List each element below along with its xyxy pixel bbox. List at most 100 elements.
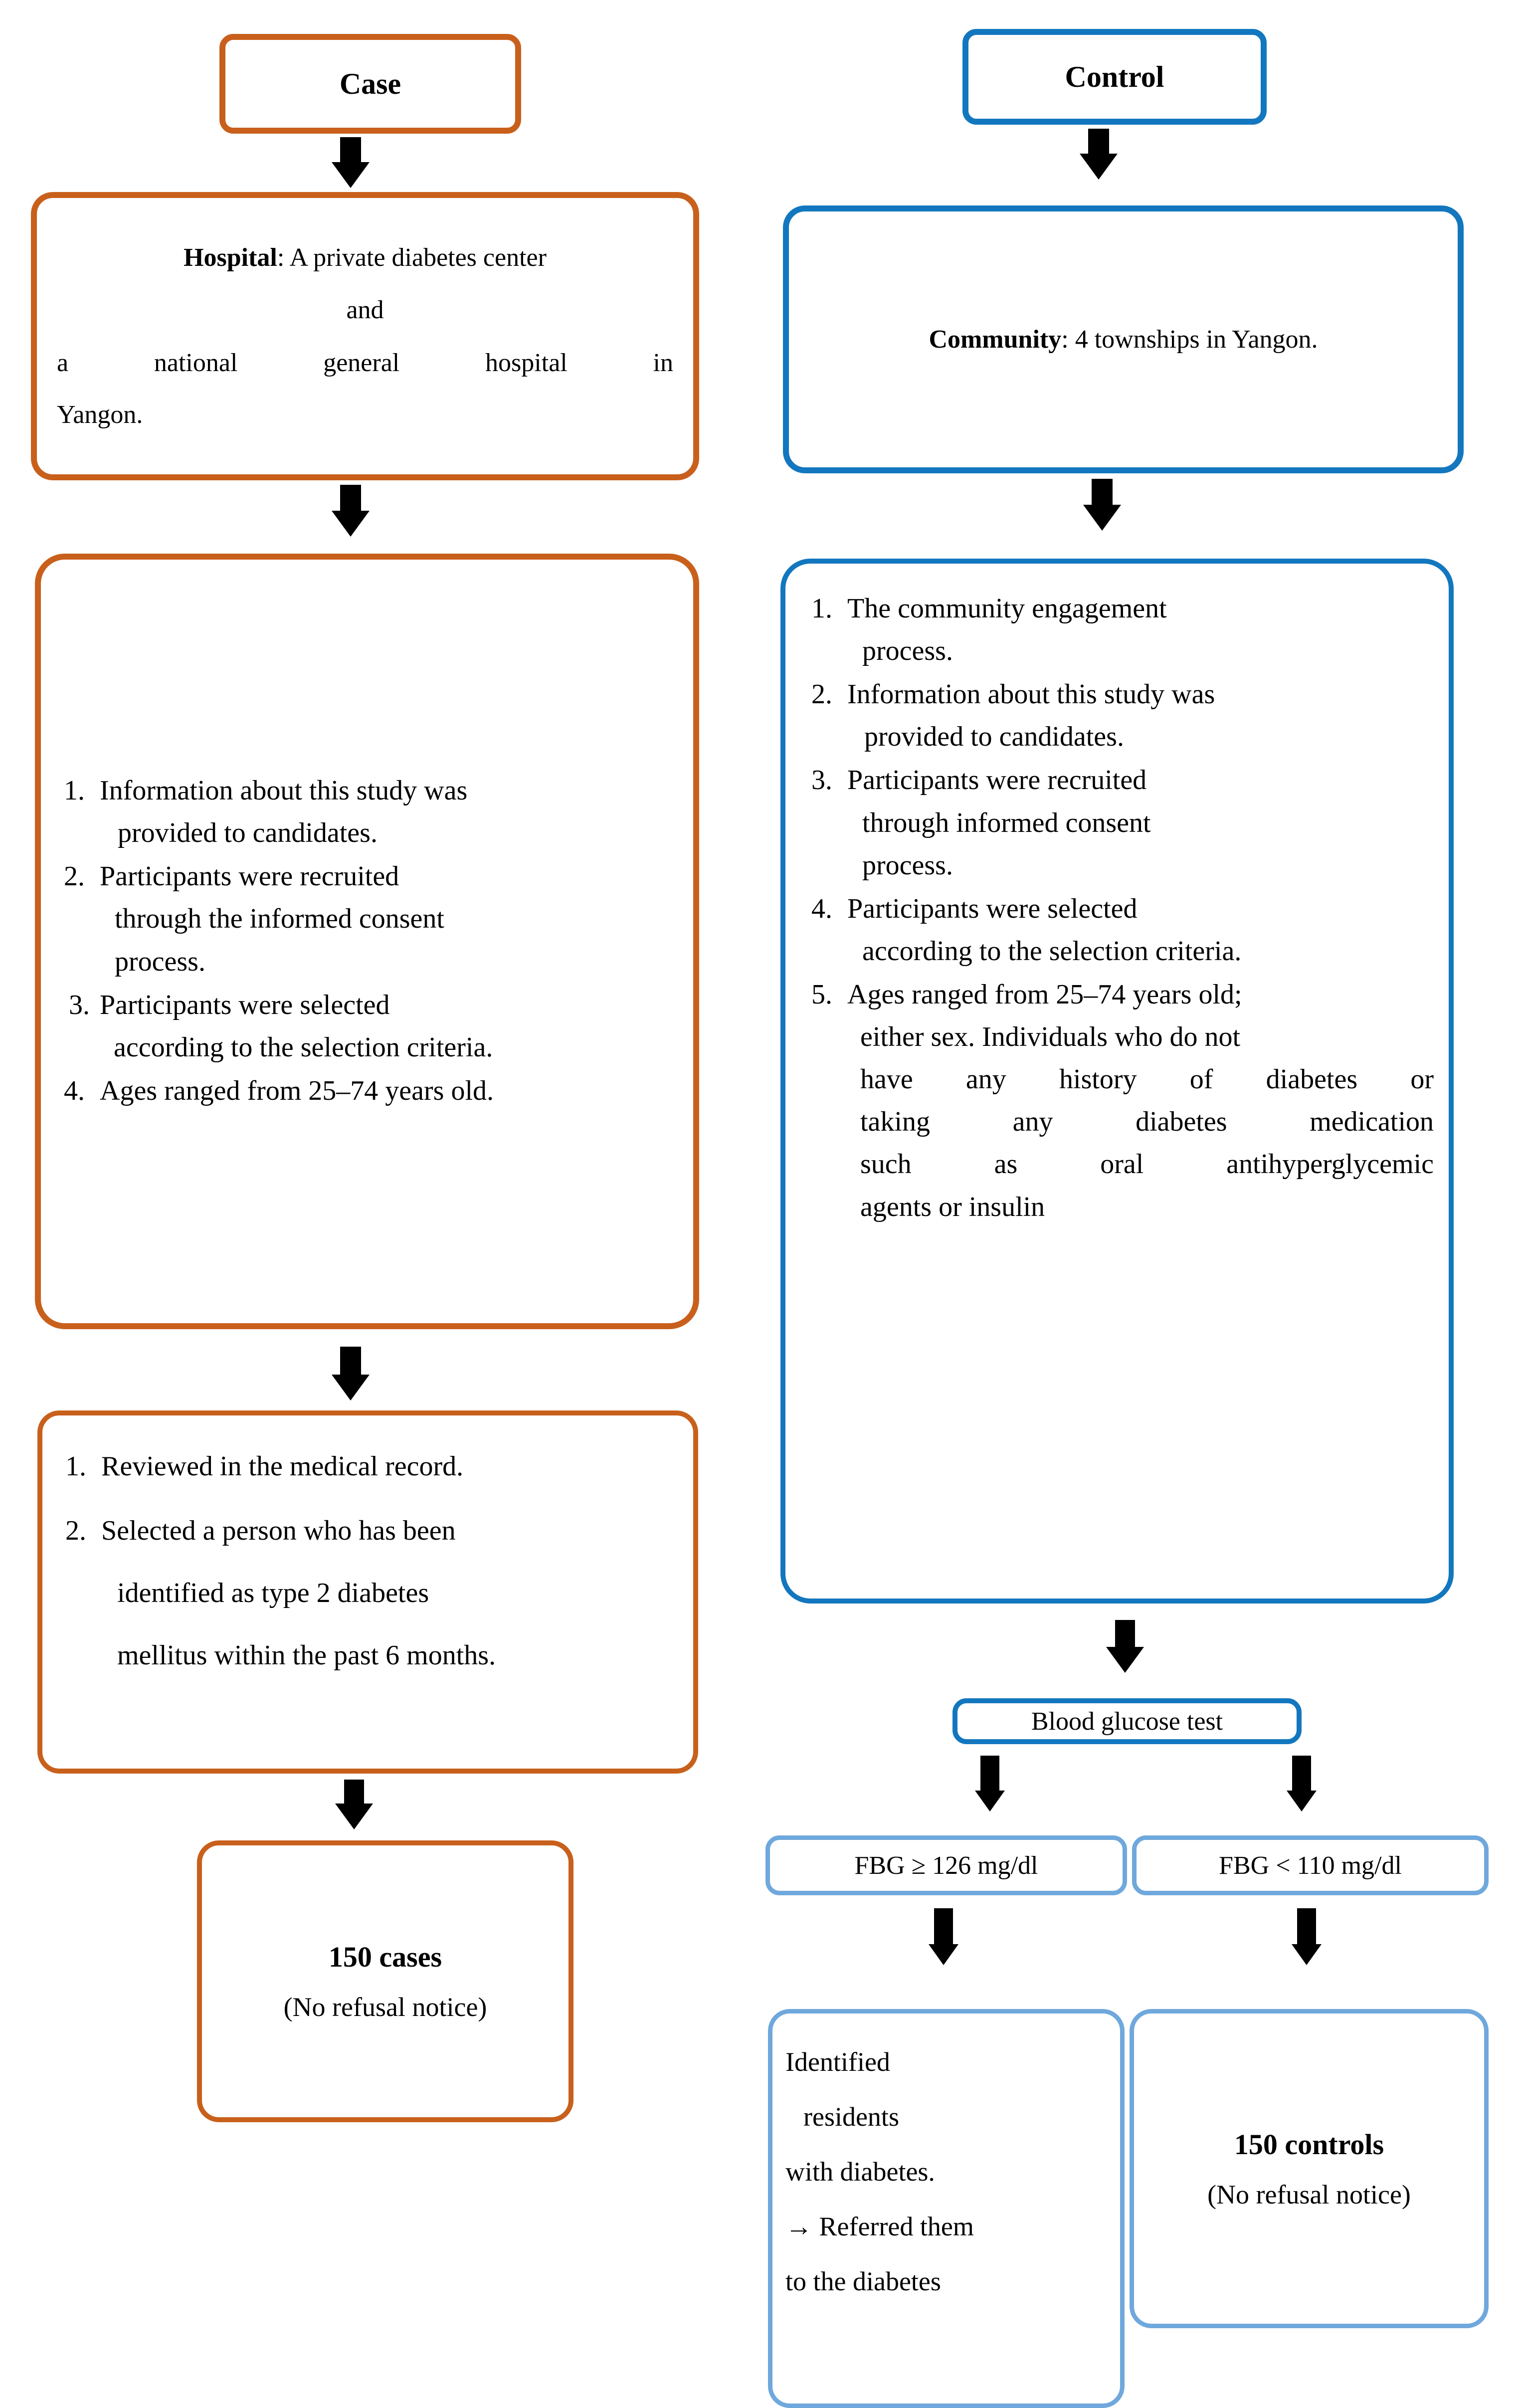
list-item: 2. Participants were recruited through t… xyxy=(64,855,678,983)
down-arrow-icon xyxy=(929,1908,958,1965)
control-site-text: Community: 4 townships in Yangon. xyxy=(789,323,1458,357)
down-arrow-icon xyxy=(332,485,370,537)
list-item: 2. Selected a person who has been identi… xyxy=(65,1510,678,1677)
case-review-2-line3: mellitus within the past 6 months. xyxy=(117,1640,496,1671)
blood-glucose-test-label: Blood glucose test xyxy=(1031,1707,1223,1736)
case-site-line1: A private diabetes center xyxy=(289,243,547,272)
control-step-5-line2: either sex. Individuals who do not xyxy=(860,1021,1241,1053)
identified-line-1: Identified xyxy=(785,2047,890,2077)
list-item: 2. Information about this study was prov… xyxy=(811,673,1434,758)
control-step-2-line2: provided to candidates. xyxy=(864,721,1124,753)
control-site-label: Community xyxy=(929,325,1062,354)
right-arrow-icon: → xyxy=(785,2211,812,2241)
case-result-count-line: 150 cases xyxy=(202,1940,569,1974)
control-step-1-line2: process. xyxy=(862,635,953,667)
list-item: 1. Reviewed in the medical record. xyxy=(65,1445,678,1488)
criteria-high-label: FBG ≥ 126 mg/dl xyxy=(854,1851,1038,1880)
control-step-3-num: 3. xyxy=(811,765,832,796)
control-step-2-num: 2. xyxy=(811,679,832,710)
list-item: 1. Information about this study was prov… xyxy=(64,770,678,854)
control-step-1-num: 1. xyxy=(811,593,832,624)
down-arrow-icon xyxy=(332,1347,370,1401)
case-review-list: 1. Reviewed in the medical record. 2. Se… xyxy=(42,1445,693,1678)
down-arrow-icon xyxy=(335,1780,373,1829)
control-header-label: Control xyxy=(1065,60,1164,93)
case-step-3-num: 3. xyxy=(69,989,90,1020)
control-step-4-line2: according to the selection criteria. xyxy=(862,935,1242,967)
case-step-2-line2: through the informed consent xyxy=(115,903,444,935)
list-item: 4. Participants were selected according … xyxy=(811,888,1434,973)
control-result-count: 150 xyxy=(1234,2128,1278,2161)
case-site-line4: Yangon. xyxy=(57,400,143,429)
case-site-separator: : xyxy=(277,243,285,272)
control-result-count-line: 150 controls xyxy=(1134,2128,1484,2161)
list-item: 4. Ages ranged from 25–74 years old. xyxy=(64,1070,678,1112)
control-step-5-line5: such as oral antihyperglycemic xyxy=(860,1149,1434,1180)
criteria-low-label: FBG < 110 mg/dl xyxy=(1219,1851,1402,1880)
blood-glucose-test-box: Blood glucose test xyxy=(952,1698,1302,1744)
case-result-unit: cases xyxy=(379,1941,442,1973)
case-step-2-line1: Participants were recruited xyxy=(100,861,399,892)
control-recruitment-box: 1. The community engagement process. 2. … xyxy=(780,559,1454,1604)
case-review-2-line2: identified as type 2 diabetes xyxy=(117,1578,429,1609)
control-result-unit: controls xyxy=(1285,2128,1384,2161)
list-item: 5. Ages ranged from 25–74 years old; eit… xyxy=(811,974,1434,1228)
case-review-box: 1. Reviewed in the medical record. 2. Se… xyxy=(37,1410,698,1774)
identified-line-4: → Referred them xyxy=(785,2213,1107,2240)
identified-line-3: with diabetes. xyxy=(785,2157,935,2187)
case-result-box: 150 cases (No refusal notice) xyxy=(197,1840,573,2122)
identified-line-2: residents xyxy=(803,2102,899,2132)
control-step-5-num: 5. xyxy=(811,979,832,1010)
case-step-3-line1: Participants were selected xyxy=(100,989,390,1020)
identified-line-4-text: Referred them xyxy=(819,2211,974,2241)
case-result-count: 150 xyxy=(328,1941,372,1973)
control-header-box: Control xyxy=(962,29,1267,125)
case-step-4-num: 4. xyxy=(64,1075,85,1106)
down-arrow-icon xyxy=(332,137,370,188)
down-arrow-icon xyxy=(1292,1908,1322,1965)
case-site-line2: and xyxy=(346,296,384,325)
case-result-note: (No refusal notice) xyxy=(283,1992,487,2022)
control-step-1-line1: The community engagement xyxy=(847,593,1167,624)
down-arrow-icon xyxy=(1106,1620,1144,1673)
control-step-5-line3: have any history of diabetes or xyxy=(860,1064,1434,1095)
case-step-2-num: 2. xyxy=(64,861,85,892)
case-step-2-line3: process. xyxy=(115,946,205,977)
control-result-note: (No refusal notice) xyxy=(1207,2179,1411,2209)
control-step-2-line1: Information about this study was xyxy=(847,679,1215,710)
case-recruitment-list: 1. Information about this study was prov… xyxy=(41,770,693,1113)
down-arrow-icon xyxy=(975,1756,1005,1811)
control-step-5-line1: Ages ranged from 25–74 years old; xyxy=(847,979,1242,1010)
criteria-low-box: FBG < 110 mg/dl xyxy=(1132,1835,1489,1895)
case-step-1-line2: provided to candidates. xyxy=(118,817,378,849)
list-item: 1. The community engagement process. xyxy=(811,588,1434,672)
control-result-box: 150 controls (No refusal notice) xyxy=(1130,2009,1489,2328)
case-site-box: Hospital: A private diabetes center and … xyxy=(31,192,699,480)
case-review-2-num: 2. xyxy=(65,1515,86,1547)
identified-line-5: to the diabetes xyxy=(785,2266,941,2296)
control-step-4-num: 4. xyxy=(811,893,832,924)
case-step-3-line2: according to the selection criteria. xyxy=(114,1031,493,1063)
control-step-3-line3: process. xyxy=(862,849,953,881)
case-site-line3: a national general hospital in xyxy=(57,349,673,377)
criteria-high-box: FBG ≥ 126 mg/dl xyxy=(765,1835,1127,1895)
down-arrow-icon xyxy=(1083,479,1121,531)
case-review-1-num: 1. xyxy=(65,1451,86,1482)
case-site-label: Hospital xyxy=(184,243,277,272)
case-header-box: Case xyxy=(219,34,521,134)
control-recruitment-list: 1. The community engagement process. 2. … xyxy=(785,588,1449,1229)
case-step-1-num: 1. xyxy=(64,775,85,806)
control-site-value: 4 townships in Yangon. xyxy=(1075,325,1318,354)
case-site-text: Hospital: A private diabetes center and … xyxy=(37,241,693,431)
identified-residents-text: Identified residents with diabetes. → Re… xyxy=(772,2048,1120,2295)
case-step-4-line1: Ages ranged from 25–74 years old. xyxy=(100,1075,494,1106)
case-review-1-line1: Reviewed in the medical record. xyxy=(101,1451,464,1482)
down-arrow-icon xyxy=(1287,1756,1317,1811)
control-step-5-line4: taking any diabetes medication xyxy=(860,1106,1434,1138)
control-step-3-line1: Participants were recruited xyxy=(847,765,1147,796)
list-item: 3. Participants were recruited through i… xyxy=(811,759,1434,886)
control-step-4-line1: Participants were selected xyxy=(847,893,1138,924)
control-site-separator: : xyxy=(1061,325,1069,354)
case-step-1-line1: Information about this study was xyxy=(100,775,468,806)
